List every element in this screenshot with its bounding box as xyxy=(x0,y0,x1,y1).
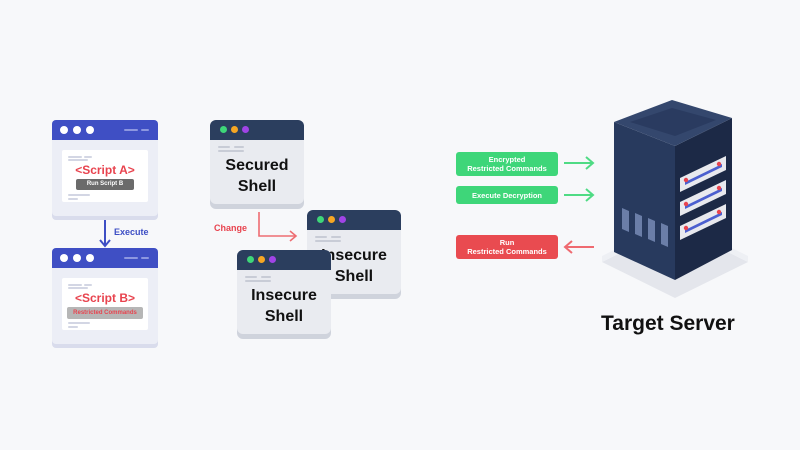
execute-arrow-icon xyxy=(99,220,111,248)
window-dot-icon xyxy=(60,254,68,262)
text-line xyxy=(315,236,327,238)
text-line xyxy=(315,240,341,242)
script-b-window: <Script B> Restricted Commands xyxy=(52,248,158,344)
secured-shell-line1: Secured xyxy=(225,157,289,174)
text-line xyxy=(68,326,78,328)
text-line xyxy=(261,276,271,278)
text-line xyxy=(218,150,244,152)
run-line1: Run xyxy=(499,238,515,247)
window-title-bar xyxy=(52,248,158,268)
shell-title-bar xyxy=(237,250,331,270)
arrow-right-icon xyxy=(564,188,595,202)
script-b-title: <Script B> xyxy=(74,291,136,305)
text-line xyxy=(68,194,90,196)
text-line xyxy=(218,146,230,148)
encrypted-line1: Encrypted xyxy=(488,155,526,164)
insecure-shell-back-line2: Shell xyxy=(334,268,374,285)
purple-dot-icon xyxy=(269,256,276,263)
execute-label: Execute xyxy=(114,227,149,237)
green-dot-icon xyxy=(247,256,254,263)
text-line xyxy=(68,159,88,161)
purple-dot-icon xyxy=(339,216,346,223)
run-line2: Restricted Commands xyxy=(467,247,547,256)
run-script-b-chip: Run Script B xyxy=(76,179,134,190)
title-bar-line xyxy=(141,257,149,259)
insecure-shell-back-window: Insecure Shell xyxy=(307,210,401,294)
insecure-shell-front-label: Insecure Shell xyxy=(237,285,331,327)
encrypted-commands-label: Encrypted Restricted Commands xyxy=(456,152,558,176)
text-line xyxy=(68,287,88,289)
orange-dot-icon xyxy=(328,216,335,223)
arrow-right-icon xyxy=(564,156,595,170)
text-line xyxy=(68,156,82,158)
insecure-shell-front-line2: Shell xyxy=(264,308,304,325)
shell-title-bar xyxy=(307,210,401,230)
script-a-title: <Script A> xyxy=(75,163,135,177)
script-a-window: <Script A> Run Script B xyxy=(52,120,158,216)
text-line xyxy=(331,236,341,238)
arrow-left-icon xyxy=(563,240,594,254)
secured-shell-line2: Shell xyxy=(237,178,277,195)
title-bar-line xyxy=(124,129,138,131)
execute-decryption-label: Execute Decryption xyxy=(456,186,558,204)
secured-shell-window: Secured Shell xyxy=(210,120,304,204)
run-restricted-commands-label: Run Restricted Commands xyxy=(456,235,558,259)
green-dot-icon xyxy=(220,126,227,133)
server-icon xyxy=(602,100,748,298)
orange-dot-icon xyxy=(231,126,238,133)
script-a-body: <Script A> Run Script B xyxy=(62,150,148,202)
text-line xyxy=(68,284,82,286)
text-line xyxy=(84,156,92,158)
script-b-body: <Script B> Restricted Commands xyxy=(62,278,148,330)
window-dot-icon xyxy=(86,254,94,262)
insecure-shell-front-window: Insecure Shell xyxy=(237,250,331,334)
window-title-bar xyxy=(52,120,158,140)
window-dot-icon xyxy=(60,126,68,134)
text-line xyxy=(68,198,78,200)
window-dot-icon xyxy=(73,126,81,134)
restricted-commands-chip: Restricted Commands xyxy=(67,307,143,319)
change-arrow-icon xyxy=(258,212,298,242)
encrypted-line2: Restricted Commands xyxy=(467,164,547,173)
insecure-shell-front-line1: Insecure xyxy=(251,287,317,304)
target-server-label: Target Server xyxy=(601,312,735,335)
insecure-shell-back-line1: Insecure xyxy=(321,247,387,264)
shell-title-bar xyxy=(210,120,304,140)
change-label: Change xyxy=(214,223,248,233)
title-bar-line xyxy=(124,257,138,259)
text-line xyxy=(245,276,257,278)
text-line xyxy=(245,280,271,282)
orange-dot-icon xyxy=(258,256,265,263)
window-dot-icon xyxy=(73,254,81,262)
purple-dot-icon xyxy=(242,126,249,133)
text-line xyxy=(234,146,244,148)
secured-shell-label: Secured Shell xyxy=(210,155,304,197)
title-bar-line xyxy=(141,129,149,131)
text-line xyxy=(68,322,90,324)
decryption-line1: Execute Decryption xyxy=(471,190,543,200)
insecure-shell-back-label: Insecure Shell xyxy=(307,245,401,287)
green-dot-icon xyxy=(317,216,324,223)
window-dot-icon xyxy=(86,126,94,134)
text-line xyxy=(84,284,92,286)
